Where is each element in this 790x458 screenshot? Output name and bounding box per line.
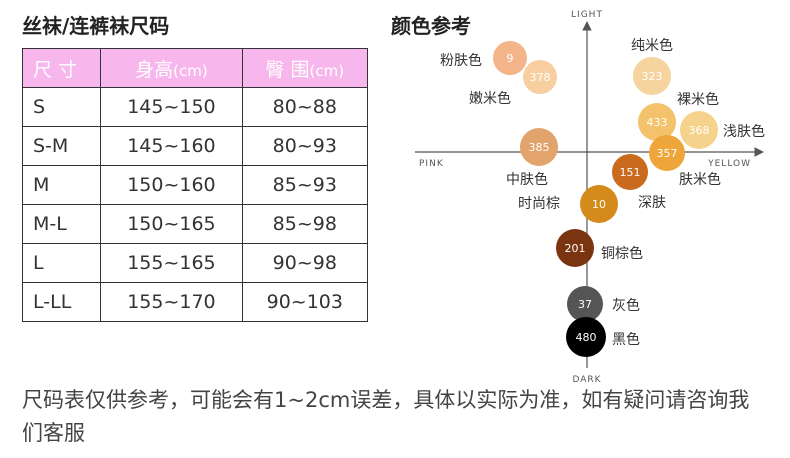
header-hip-label: 臀 围 <box>265 58 310 81</box>
axis-label-dark: DARK <box>572 375 601 385</box>
color-swatch-37: 37 灰色 <box>567 286 640 322</box>
color-swatch-368: 368 浅肤色 <box>680 111 765 149</box>
swatch-code: 201 <box>565 242 586 255</box>
size-disclaimer-note: 尺码表仅供参考，可能会有1~2cm误差，具体以实际为准，如有疑问请咨询我们客服 <box>22 388 750 445</box>
color-swatch-9: 9 粉肤色 <box>440 41 527 75</box>
swatch-code: 323 <box>642 70 663 83</box>
swatch-code: 10 <box>592 198 606 211</box>
header-height: 身高(cm) <box>100 48 243 88</box>
swatch-circle <box>633 57 671 95</box>
swatch-circle <box>649 135 685 171</box>
hip-cell: 90~103 <box>241 282 369 322</box>
swatch-code: 37 <box>578 298 592 311</box>
axis-label-pink: PINK <box>419 159 444 169</box>
swatch-name: 灰色 <box>612 297 640 314</box>
swatch-circle <box>567 286 603 322</box>
swatch-code: 9 <box>507 52 514 65</box>
swatch-name: 粉肤色 <box>440 52 482 69</box>
size-cell: M <box>21 165 102 205</box>
height-cell: 155~170 <box>100 282 243 322</box>
swatch-name: 铜棕色 <box>601 245 643 262</box>
color-swatch-323: 323 纯米色 <box>631 37 673 95</box>
swatch-name: 浅肤色 <box>723 123 765 140</box>
swatch-circle <box>493 41 527 75</box>
height-cell: 145~150 <box>100 87 243 127</box>
color-reference-title: 颜色参考 <box>391 14 471 38</box>
swatch-name: 时尚棕 <box>518 196 560 212</box>
size-cell: L <box>21 243 102 283</box>
swatch-circle <box>612 154 648 190</box>
hip-cell: 85~98 <box>241 204 369 244</box>
color-swatch-433: 433 裸米色 <box>638 91 719 141</box>
hip-cell: 90~98 <box>241 243 369 283</box>
swatch-name: 肤米色 <box>679 171 721 188</box>
color-swatch-378: 378 嫩米色 <box>469 60 557 107</box>
size-table-header-row: 尺 寸身高(cm)臀 围(cm) <box>21 48 369 88</box>
header-size-label: 尺 寸 <box>33 58 78 81</box>
axis-label-yellow: YELLOW <box>707 159 751 169</box>
header-height-unit: (cm) <box>173 61 208 80</box>
height-cell: 150~160 <box>100 165 243 205</box>
color-swatch-10: 10 深肤 <box>580 185 666 223</box>
height-cell: 150~165 <box>100 204 243 244</box>
height-cell: 145~160 <box>100 126 243 166</box>
swatch-code: 378 <box>530 71 551 84</box>
swatch-name: 深肤 <box>638 195 666 211</box>
header-height-label: 身高 <box>135 58 174 81</box>
swatch-circle <box>556 229 594 267</box>
swatch-name: 中肤色 <box>506 171 548 188</box>
swatch-name: 黑色 <box>612 331 640 348</box>
swatch-circle <box>566 317 606 357</box>
size-cell: S <box>21 87 102 127</box>
swatch-code: 480 <box>576 331 597 344</box>
size-cell: L-LL <box>21 282 102 322</box>
swatch-code: 357 <box>657 147 678 160</box>
height-cell: 155~165 <box>100 243 243 283</box>
color-swatch-385: 385 中肤色 <box>506 128 558 188</box>
swatch-code: 385 <box>529 141 550 154</box>
swatch-code: 433 <box>647 116 668 129</box>
size-chart-title: 丝袜/连裤袜尺码 <box>22 14 170 38</box>
swatch-circle <box>523 60 557 94</box>
color-swatch-480: 480 黑色 <box>566 317 640 357</box>
swatch-name: 纯米色 <box>631 37 673 54</box>
size-cell: S-M <box>21 126 102 166</box>
axis-label-light: LIGHT <box>571 10 603 20</box>
hip-cell: 85~93 <box>241 165 369 205</box>
swatch-circle <box>680 111 718 149</box>
swatch-circle <box>580 185 618 223</box>
size-cell: M-L <box>21 204 102 244</box>
header-hip: 臀 围(cm) <box>241 48 369 88</box>
swatch-circle <box>638 103 676 141</box>
hip-cell: 80~93 <box>241 126 369 166</box>
hip-cell: 80~88 <box>241 87 369 127</box>
swatch-circle <box>520 128 558 166</box>
color-swatch-151: 151 时尚棕 <box>518 154 648 212</box>
header-size: 尺 寸 <box>21 48 102 88</box>
swatch-code: 368 <box>689 124 710 137</box>
color-swatch-201: 201 铜棕色 <box>556 229 643 267</box>
color-reference-chart: LIGHT DARK PINK YELLOW 9 粉肤色 378 嫩米色 323 纯米色 4… <box>415 10 765 385</box>
swatch-name: 裸米色 <box>677 91 719 108</box>
swatch-name: 嫩米色 <box>469 90 511 107</box>
header-hip-unit: (cm) <box>309 61 345 80</box>
swatch-code: 151 <box>620 166 641 179</box>
